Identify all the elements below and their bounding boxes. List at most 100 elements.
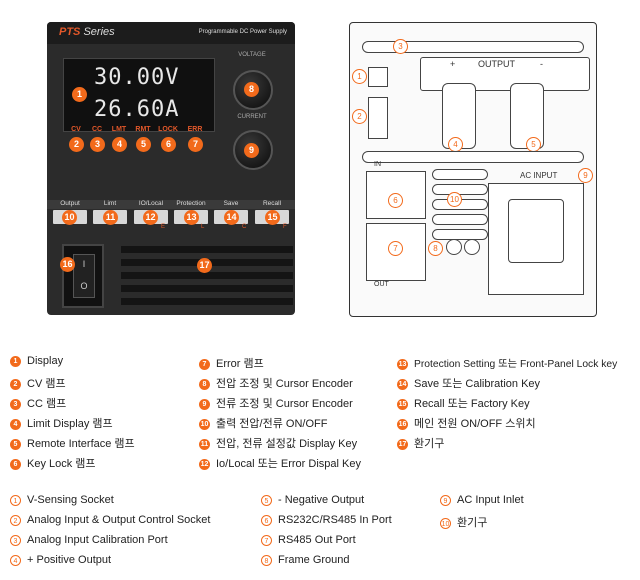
rear-vent-slot: [432, 169, 488, 180]
rear-badge-9: 9: [578, 168, 593, 183]
rear-panel-image: 3 1 2 + OUTPUT - 4 5 IN 6 7 OUT 10 8 AC …: [349, 22, 597, 317]
rs232-in-port: [366, 171, 426, 219]
badge-7: 7: [188, 137, 203, 152]
front-panel-image: PTS Series Programmable DC Power Supply …: [47, 22, 295, 315]
badge-15: 15: [265, 210, 280, 225]
rear-vent-slot: [432, 184, 488, 195]
rear-vent-slot: [362, 41, 584, 53]
front-header-bar: [47, 22, 295, 44]
ground-symbol-icon: [464, 239, 480, 255]
badge-16: 16: [60, 257, 75, 272]
badge-9: 9: [244, 143, 259, 158]
frame-ground-screw: [446, 239, 462, 255]
analog-io-socket: [368, 97, 388, 139]
out-port-label: OUT: [374, 281, 389, 288]
rear-vent-slot: [362, 151, 584, 163]
output-label: OUTPUT: [478, 59, 515, 69]
badge-14: 14: [224, 210, 239, 225]
lamp-lmt: LMT: [111, 126, 127, 133]
key-sub-e: E: [161, 224, 166, 230]
output-minus-mark: -: [540, 59, 543, 69]
lamp-rmt: RMT: [135, 126, 151, 133]
rear-badge-10: 10: [447, 192, 462, 207]
rear-vent-slot: [432, 229, 488, 240]
power-switch[interactable]: I O: [62, 244, 104, 308]
key-label-limt: Limt: [103, 200, 117, 207]
brand-series: Series: [83, 26, 115, 38]
badge-2: 2: [69, 137, 84, 152]
ac-input-label: AC INPUT: [520, 171, 558, 180]
switch-on-mark: I: [82, 259, 86, 269]
badge-4: 4: [112, 137, 127, 152]
key-label-output: Output: [60, 200, 80, 207]
lamp-cc: CC: [91, 126, 103, 133]
power-rocker[interactable]: I O: [73, 254, 95, 298]
current-knob[interactable]: [233, 130, 273, 170]
brand-logo: PTS Series: [59, 26, 115, 38]
voltage-knob-label: VOLTAGE: [238, 52, 266, 58]
badge-17: 17: [197, 258, 212, 273]
switch-off-mark: O: [80, 281, 88, 291]
rear-badge-7: 7: [388, 241, 403, 256]
badge-6: 6: [161, 137, 176, 152]
key-label-io-local: IO/Local: [138, 200, 164, 207]
legend-rear-5: 5- Negative Output: [261, 494, 364, 506]
lamp-err: ERR: [187, 126, 203, 133]
rear-badge-2: 2: [352, 109, 367, 124]
key-label-strip: [47, 200, 295, 209]
vent-slot: [121, 272, 293, 279]
voltage-readout: 30.00V: [94, 65, 180, 90]
vent-slot: [121, 246, 293, 253]
rear-badge-4: 4: [448, 137, 463, 152]
legend-rear-4: 4+ Positive Output: [10, 554, 111, 566]
badge-13: 13: [184, 210, 199, 225]
key-label-protection: Protection: [176, 200, 206, 207]
current-readout: 26.60A: [94, 97, 180, 122]
rear-badge-5: 5: [526, 137, 541, 152]
vent-slot: [121, 285, 293, 292]
v-sensing-socket: [368, 67, 388, 87]
badge-1: 1: [72, 87, 87, 102]
brand-name: PTS: [59, 26, 81, 38]
output-plus-mark: +: [450, 59, 456, 69]
rear-badge-1: 1: [352, 69, 367, 84]
lamp-cv: CV: [71, 126, 81, 133]
current-knob-label: CURRENT: [237, 114, 267, 120]
lcd-display: 30.00V 26.60A 1: [63, 58, 215, 132]
badge-5: 5: [136, 137, 151, 152]
front-subtitle: Programmable DC Power Supply: [198, 29, 287, 35]
badge-10: 10: [62, 210, 77, 225]
rear-vent-slot: [432, 214, 488, 225]
key-sub-l: L: [201, 224, 205, 230]
in-port-label: IN: [374, 161, 381, 168]
key-label-recall: Recall: [262, 200, 282, 207]
ac-inlet-socket: [508, 199, 564, 263]
key-sub-f: F: [283, 224, 287, 230]
rear-badge-6: 6: [388, 193, 403, 208]
badge-11: 11: [103, 210, 118, 225]
